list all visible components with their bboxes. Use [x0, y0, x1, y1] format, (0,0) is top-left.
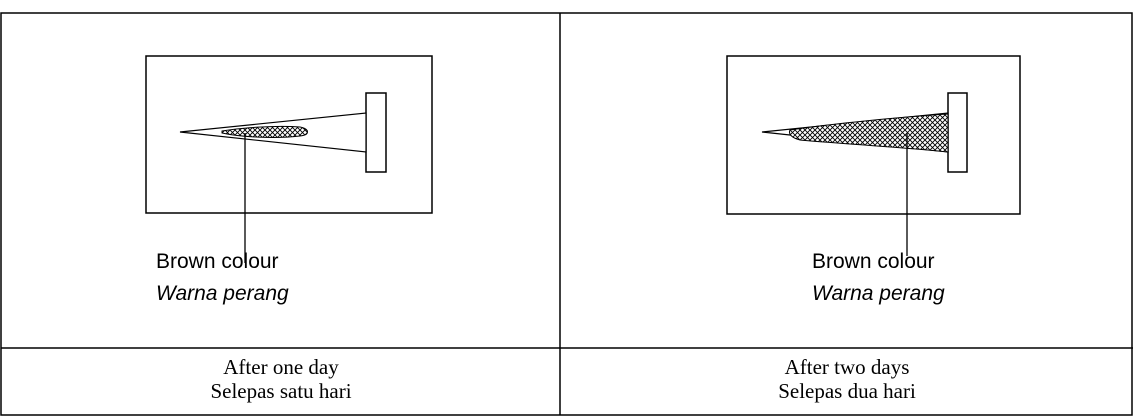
brown-colour-region [221, 125, 308, 138]
callout-label-english: Brown colour [812, 250, 935, 273]
caption-english: After two days [784, 355, 910, 379]
callout-label-one-day: Brown colour Warna perang [156, 246, 289, 310]
callout-label-malay: Warna perang [812, 282, 945, 305]
caption-two-days: After two days Selepas dua hari [567, 355, 1127, 403]
caption-english: After one day [223, 355, 339, 379]
caption-one-day: After one day Selepas satu hari [1, 355, 561, 403]
caption-malay: Selepas satu hari [210, 379, 352, 403]
caption-malay: Selepas dua hari [778, 379, 916, 403]
callout-label-malay: Warna perang [156, 282, 289, 305]
petri-dish-frame [145, 55, 433, 214]
callout-label-two-days: Brown colour Warna perang [812, 246, 945, 310]
panel-one-day-diagram [145, 55, 433, 263]
brown-colour-region [789, 113, 949, 153]
table-outer-border [0, 12, 1133, 416]
petri-dish-frame [726, 55, 1021, 215]
callout-label-english: Brown colour [156, 250, 279, 273]
table-grid [0, 12, 1133, 416]
panel-two-days-diagram [726, 55, 1021, 256]
apparatus-block [947, 92, 968, 173]
apparatus-block [365, 92, 387, 173]
